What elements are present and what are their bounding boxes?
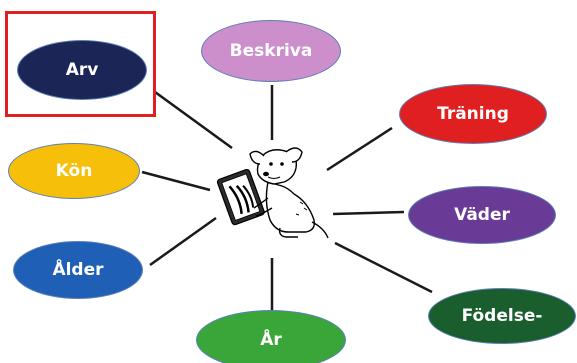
- connector-vader: [332, 210, 405, 216]
- selection-highlight-box: [5, 11, 156, 117]
- node-label-ar: År: [260, 330, 282, 350]
- node-ar[interactable]: År: [196, 310, 346, 363]
- connector-arv: [154, 90, 233, 150]
- node-label-vader: Väder: [454, 205, 510, 225]
- node-fodelse[interactable]: Födelse-: [428, 288, 576, 344]
- node-arv[interactable]: Arv: [17, 40, 147, 100]
- node-label-alder: Ålder: [52, 260, 104, 280]
- connector-kon: [141, 170, 211, 192]
- dog-reading-book-icon: [216, 147, 329, 239]
- connector-alder: [149, 216, 217, 267]
- connector-traning: [326, 126, 393, 172]
- node-vader[interactable]: Väder: [408, 186, 556, 244]
- node-label-arv: Arv: [65, 60, 99, 80]
- node-label-fodelse: Födelse-: [461, 306, 543, 326]
- node-label-traning: Träning: [437, 104, 509, 124]
- node-label-kon: Kön: [55, 161, 93, 181]
- node-traning[interactable]: Träning: [399, 84, 547, 144]
- node-kon[interactable]: Kön: [8, 143, 140, 199]
- connector-fodelse: [334, 241, 433, 294]
- node-alder[interactable]: Ålder: [13, 241, 143, 299]
- node-beskriva[interactable]: Beskriva: [201, 20, 341, 82]
- node-label-beskriva: Beskriva: [229, 41, 313, 61]
